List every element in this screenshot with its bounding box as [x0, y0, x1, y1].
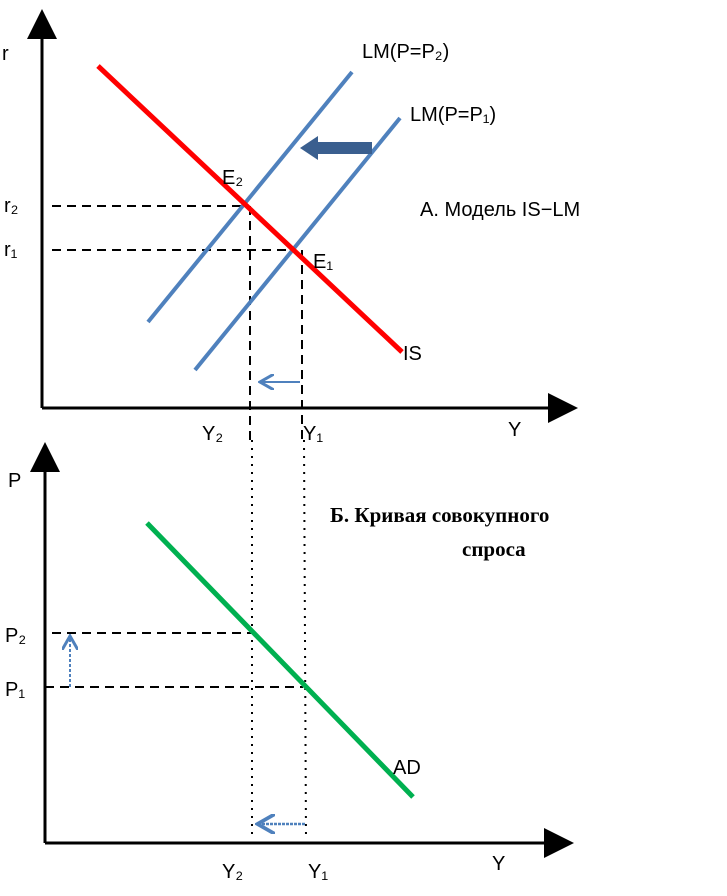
is-curve	[96, 64, 404, 354]
r1-label: r₁	[4, 239, 18, 261]
panel-b-title-line2: спроса	[462, 537, 526, 561]
y2-label-b: Y₂	[222, 861, 243, 883]
ad-curve	[145, 521, 415, 799]
is-label: IS	[403, 343, 422, 365]
p1-label: P₁	[5, 679, 25, 701]
p-axis-label: P	[8, 470, 21, 492]
r2-label: r₂	[4, 195, 18, 217]
panel-b-ad: P P₂ P₁ Б. Кривая совокупного спроса AD …	[5, 439, 574, 883]
r-axis-label: r	[2, 43, 9, 65]
lm-p1-curve	[193, 116, 402, 372]
e1-label: E₁	[313, 251, 333, 273]
y1-label-a: Y₁	[303, 423, 323, 445]
y2-label-a: Y₂	[202, 423, 223, 445]
y1-label-b: Y₁	[308, 861, 328, 883]
y1-projection	[303, 439, 307, 841]
lm-p2-curve	[146, 70, 354, 324]
lm-p1-label: LM(P=P₁)	[410, 104, 496, 126]
ad-label: AD	[393, 757, 421, 779]
y-axis-label-b: Y	[492, 853, 505, 875]
panel-b-title-line1: Б. Кривая совокупного	[330, 503, 549, 527]
panel-a-is-lm: r r₂ r₁ E₂ E₁ LM(P=P₂) LM(P=P₁) А. Модел…	[2, 9, 580, 445]
e2-label: E₂	[222, 167, 243, 189]
p2-label: P₂	[5, 625, 26, 647]
panel-a-title: А. Модель IS−LM	[420, 199, 580, 221]
lm-p2-label: LM(P=P₂)	[362, 41, 449, 63]
y-axis-label-a: Y	[508, 419, 521, 441]
lm-shift-arrow-icon	[300, 136, 372, 160]
